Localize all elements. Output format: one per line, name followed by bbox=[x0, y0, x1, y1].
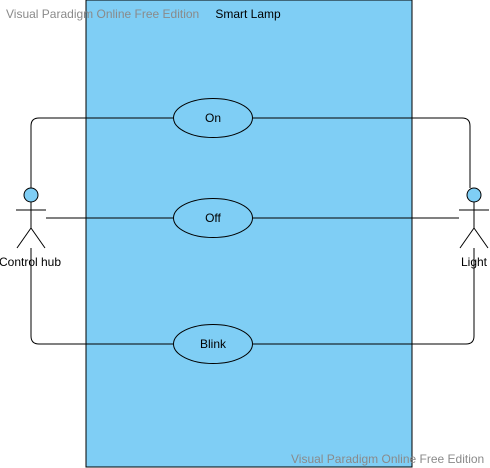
actor-light-left-leg bbox=[459, 227, 475, 249]
use-case-off[interactable]: Off bbox=[173, 198, 253, 238]
actor-light-label: Light bbox=[461, 255, 488, 269]
system-title: Smart Lamp bbox=[215, 7, 281, 21]
actor-control-hub-label: Control hub bbox=[0, 255, 61, 269]
use-case-on[interactable]: On bbox=[173, 98, 253, 138]
association-control-hub-blink[interactable] bbox=[30, 248, 174, 345]
actor-light-head[interactable] bbox=[466, 187, 482, 203]
use-case-blink-shape[interactable] bbox=[173, 324, 253, 364]
association-light-on[interactable] bbox=[253, 117, 471, 188]
use-case-blink[interactable]: Blink bbox=[173, 324, 253, 364]
actor-light-right-leg bbox=[473, 227, 489, 249]
watermark-bottom: Visual Paradigm Online Free Edition bbox=[291, 452, 484, 466]
use-case-on-shape[interactable] bbox=[173, 98, 253, 138]
association-light-blink[interactable] bbox=[253, 248, 475, 345]
association-control-hub-on[interactable] bbox=[30, 117, 174, 188]
actor-control-hub[interactable] bbox=[16, 187, 46, 249]
associations bbox=[30, 117, 475, 345]
system-boundary[interactable] bbox=[85, 0, 413, 468]
actor-control-hub-right-leg bbox=[30, 227, 46, 249]
use-case-on-label: On bbox=[205, 111, 221, 125]
use-case-off-label: Off bbox=[205, 211, 221, 225]
watermark-top: Visual Paradigm Online Free Edition bbox=[6, 7, 199, 21]
actor-control-hub-left-leg bbox=[16, 227, 32, 249]
use-case-off-shape[interactable] bbox=[173, 198, 253, 238]
actor-control-hub-head[interactable] bbox=[23, 187, 39, 203]
actor-light[interactable] bbox=[459, 187, 489, 249]
use-case-blink-label: Blink bbox=[200, 337, 227, 351]
